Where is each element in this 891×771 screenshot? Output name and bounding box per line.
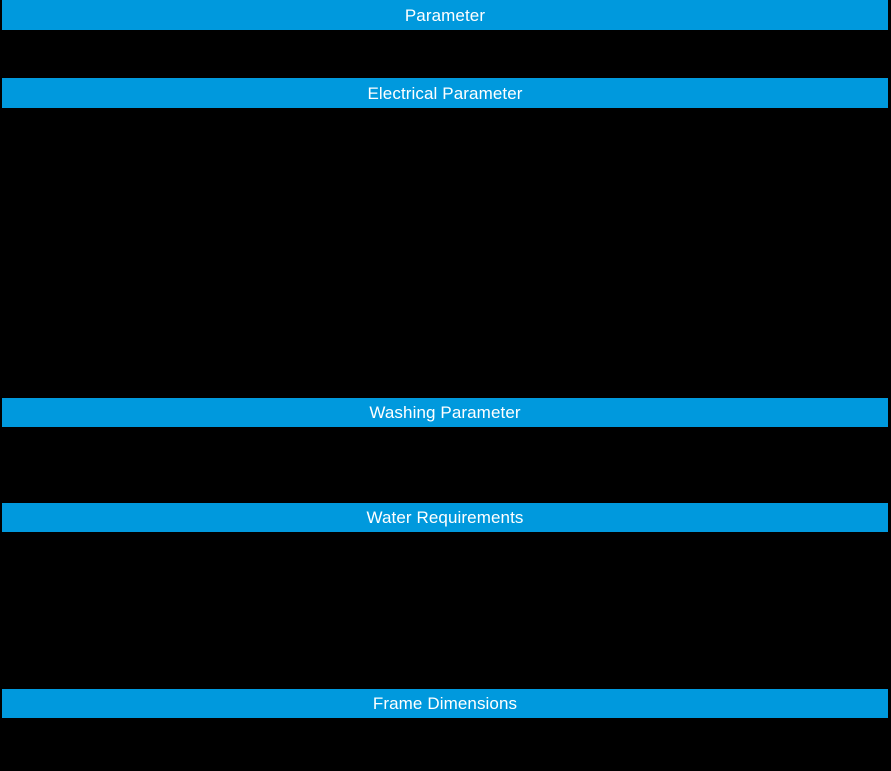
section-title-parameter: Parameter bbox=[404, 5, 486, 25]
section-header-washing-parameter: Washing Parameter bbox=[2, 398, 888, 427]
section-body-water-requirements bbox=[2, 532, 888, 689]
section-body-frame-dimensions bbox=[2, 718, 888, 771]
section-header-frame-dimensions: Frame Dimensions bbox=[2, 689, 888, 718]
section-header-parameter: Parameter bbox=[2, 0, 888, 30]
section-body-electrical-parameter bbox=[2, 108, 888, 398]
section-header-water-requirements: Water Requirements bbox=[2, 503, 888, 532]
section-title-water-requirements: Water Requirements bbox=[366, 508, 524, 527]
section-body-parameter bbox=[2, 30, 888, 78]
section-title-frame-dimensions: Frame Dimensions bbox=[372, 694, 518, 713]
section-header-electrical-parameter: Electrical Parameter bbox=[2, 78, 888, 108]
section-body-washing-parameter bbox=[2, 427, 888, 503]
section-title-electrical-parameter: Electrical Parameter bbox=[367, 83, 523, 103]
section-title-washing-parameter: Washing Parameter bbox=[369, 403, 521, 422]
